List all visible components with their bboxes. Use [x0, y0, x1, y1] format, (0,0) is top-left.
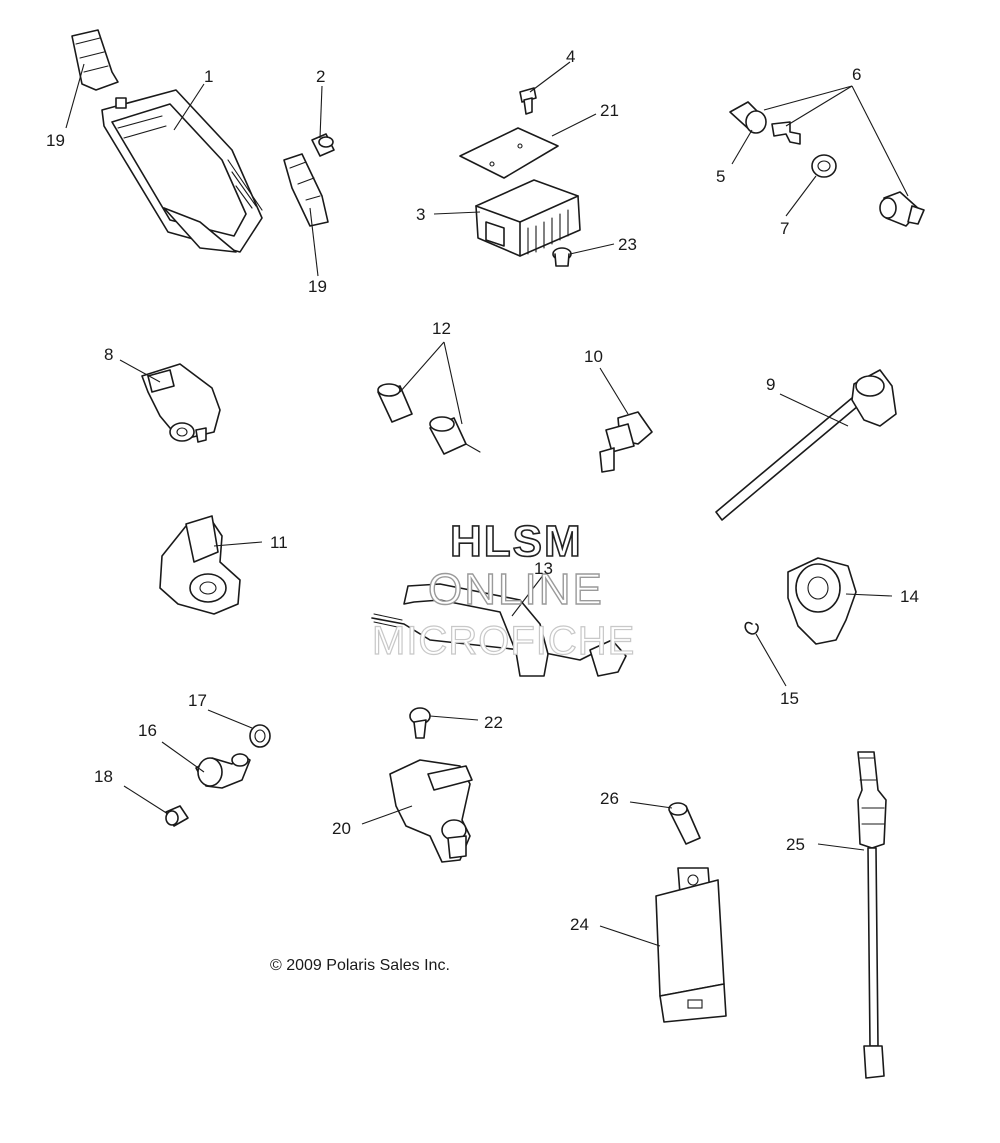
part-13-harness	[371, 583, 627, 677]
part-2-pin	[311, 133, 335, 157]
callout-22: 22	[484, 713, 503, 732]
part-1-ecu	[101, 89, 263, 253]
callout-labels: 19 1 2 19 4 21 3 23 6 5 7 8 12 10 9 11 1…	[46, 47, 919, 934]
callout-3: 3	[416, 205, 425, 224]
part-8-map-sensor	[141, 363, 221, 443]
callout-2: 2	[316, 67, 325, 86]
part-22-screw	[409, 707, 431, 739]
callout-25: 25	[786, 835, 805, 854]
callout-20: 20	[332, 819, 351, 838]
part-24-relay-box	[655, 867, 727, 1023]
part-16-elbow	[195, 753, 251, 789]
callout-19: 19	[308, 277, 327, 296]
callout-10: 10	[584, 347, 603, 366]
part-3-module	[475, 179, 581, 257]
callout-12: 12	[432, 319, 451, 338]
callout-8: 8	[104, 345, 113, 364]
part-19-bracket-left	[71, 29, 119, 91]
callout-1: 1	[204, 67, 213, 86]
part-18-bolt	[165, 805, 189, 827]
callout-15: 15	[780, 689, 799, 708]
part-6-clip	[771, 121, 801, 145]
callout-9: 9	[766, 375, 775, 394]
callout-11: 11	[270, 533, 288, 552]
callout-24: 24	[570, 915, 589, 934]
part-10-temp-sensor	[599, 411, 653, 473]
part-6-sensor	[879, 191, 925, 227]
watermark-line-2: ONLINE	[428, 565, 604, 614]
part-23-grommet	[552, 247, 572, 267]
watermark-line-1: HLSM	[450, 517, 583, 566]
callout-6: 6	[852, 65, 861, 84]
part-7-washer	[811, 154, 837, 178]
leader-lines	[65, 61, 909, 947]
part-25-o2-sensor	[857, 751, 887, 1079]
copyright-notice: © 2009 Polaris Sales Inc.	[270, 957, 450, 974]
part-11-tps	[159, 515, 241, 615]
part-17-oring	[249, 724, 271, 748]
callout-18: 18	[94, 767, 113, 786]
watermark-line-3: MICROFICHE	[372, 619, 635, 663]
callout-16: 16	[138, 721, 157, 740]
callout-21: 21	[600, 101, 619, 120]
callout-5: 5	[716, 167, 725, 186]
part-21-cover	[459, 127, 559, 179]
callout-14: 14	[900, 587, 919, 606]
part-4-screw	[519, 87, 537, 115]
part-26-bolt	[668, 802, 701, 845]
part-12-resistors	[377, 383, 481, 455]
part-15-clip	[744, 621, 759, 635]
part-19-bracket-right	[283, 153, 329, 227]
callout-13: 13	[534, 559, 553, 578]
callout-23: 23	[618, 235, 637, 254]
part-9-rod-sensor	[715, 369, 897, 521]
callout-26: 26	[600, 789, 619, 808]
part-5-cap	[729, 101, 767, 134]
callout-19: 19	[46, 131, 65, 150]
part-14-knock-sensor	[787, 557, 857, 645]
part-20-idle-valve	[389, 759, 473, 863]
callout-7: 7	[780, 219, 789, 238]
watermark: HLSM ONLINE MICROFICHE	[371, 516, 635, 663]
callout-17: 17	[188, 691, 207, 710]
callout-4: 4	[566, 47, 575, 66]
